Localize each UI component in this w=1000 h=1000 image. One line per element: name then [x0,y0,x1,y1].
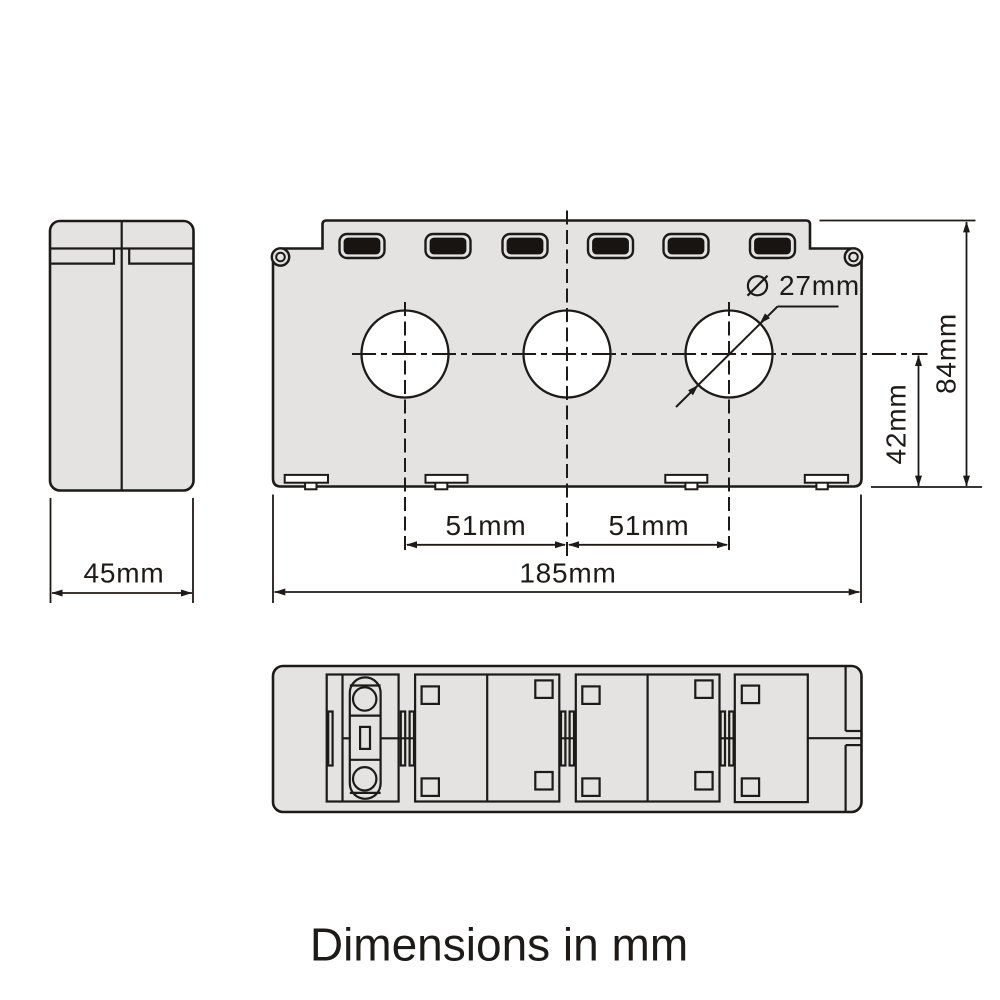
svg-text:Dimensions in mm: Dimensions in mm [310,919,688,971]
svg-text:84mm: 84mm [930,313,961,394]
svg-text:45mm: 45mm [84,558,165,589]
svg-text:51mm: 51mm [609,510,690,541]
svg-text:51mm: 51mm [446,510,527,541]
svg-text:27mm: 27mm [779,270,860,301]
svg-text:185mm: 185mm [519,558,616,589]
svg-text:42mm: 42mm [880,384,911,465]
